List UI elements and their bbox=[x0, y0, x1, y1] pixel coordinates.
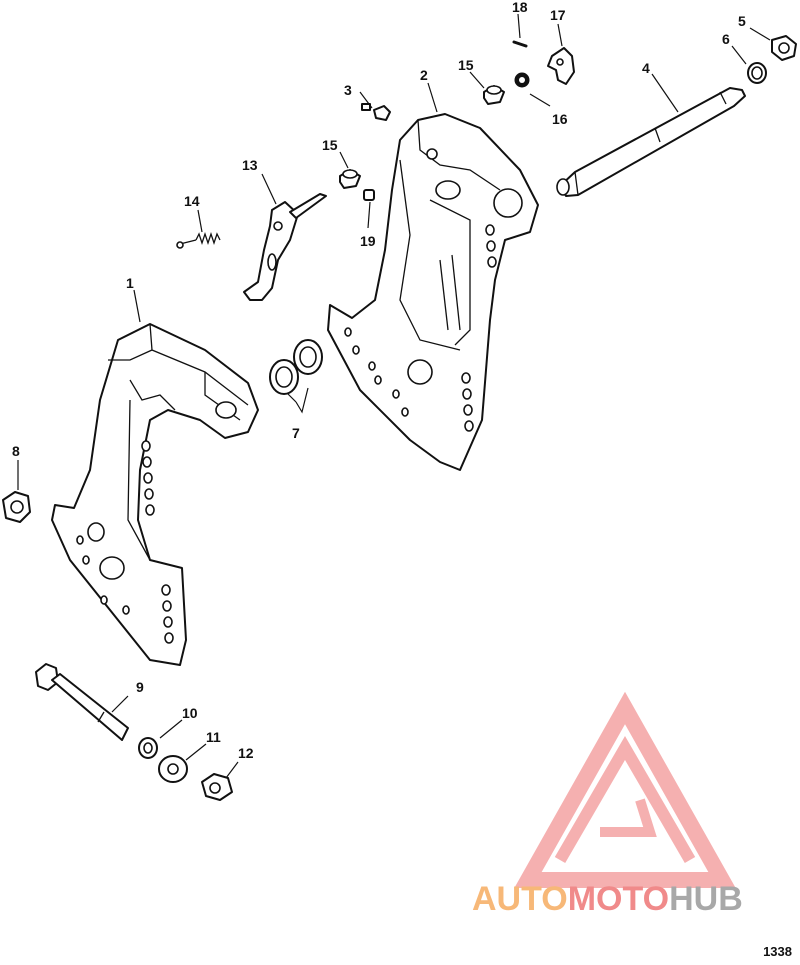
callout-14: 14 bbox=[184, 193, 200, 209]
callout-11: 11 bbox=[206, 729, 221, 745]
tilt-lock-pawl bbox=[547, 47, 575, 85]
tilt-lock-lever bbox=[243, 193, 327, 301]
bolt-locknut bbox=[201, 773, 233, 801]
bolt-lock-washer bbox=[138, 737, 158, 759]
callout-2: 2 bbox=[420, 67, 428, 83]
callout-1: 1 bbox=[126, 275, 134, 291]
callout-12: 12 bbox=[238, 745, 254, 761]
grease-fitting bbox=[361, 103, 391, 121]
leader-lines bbox=[17, 13, 771, 779]
callout-4: 4 bbox=[642, 60, 650, 76]
figure-number: 1338 bbox=[763, 944, 792, 959]
callout-9: 9 bbox=[136, 679, 144, 695]
small-bushing bbox=[363, 189, 375, 201]
compression-spring bbox=[514, 72, 530, 88]
callout-13: 13 bbox=[242, 157, 258, 173]
bushing-lower bbox=[339, 169, 361, 189]
callout-15a: 15 bbox=[458, 57, 474, 73]
roll-pin bbox=[512, 40, 528, 48]
bushing-upper bbox=[483, 85, 505, 105]
callout-15b: 15 bbox=[322, 137, 338, 153]
callout-10: 10 bbox=[182, 705, 198, 721]
watermark-text: AUTOMOTOHUB bbox=[472, 880, 743, 919]
callout-8: 8 bbox=[12, 443, 20, 459]
right-swivel-bracket bbox=[327, 113, 539, 471]
callout-6: 6 bbox=[722, 31, 730, 47]
callout-numbers: 1 2 3 4 5 6 7 8 9 10 11 12 13 14 15 15 1… bbox=[12, 0, 746, 761]
clamp-bolt bbox=[35, 663, 129, 741]
tilt-tube bbox=[556, 87, 746, 197]
callout-19: 19 bbox=[360, 233, 376, 249]
tube-nut bbox=[771, 35, 797, 61]
callout-17: 17 bbox=[550, 7, 566, 23]
bolt-flat-washer bbox=[158, 755, 188, 783]
watermark-moto: MOTO bbox=[567, 880, 670, 918]
callout-7: 7 bbox=[292, 425, 300, 441]
left-clamp-bracket bbox=[51, 323, 259, 666]
left-nut bbox=[2, 491, 31, 523]
watermark-auto: AUTO bbox=[472, 880, 568, 918]
callout-5: 5 bbox=[738, 13, 746, 29]
watermark-logo bbox=[514, 691, 736, 888]
callout-18: 18 bbox=[512, 0, 528, 15]
tube-washer bbox=[747, 62, 767, 84]
watermark-hub: HUB bbox=[669, 880, 743, 918]
bracket-washers bbox=[269, 339, 323, 395]
lever-spring bbox=[176, 231, 221, 249]
callout-3: 3 bbox=[344, 82, 352, 98]
callout-16: 16 bbox=[552, 111, 568, 127]
